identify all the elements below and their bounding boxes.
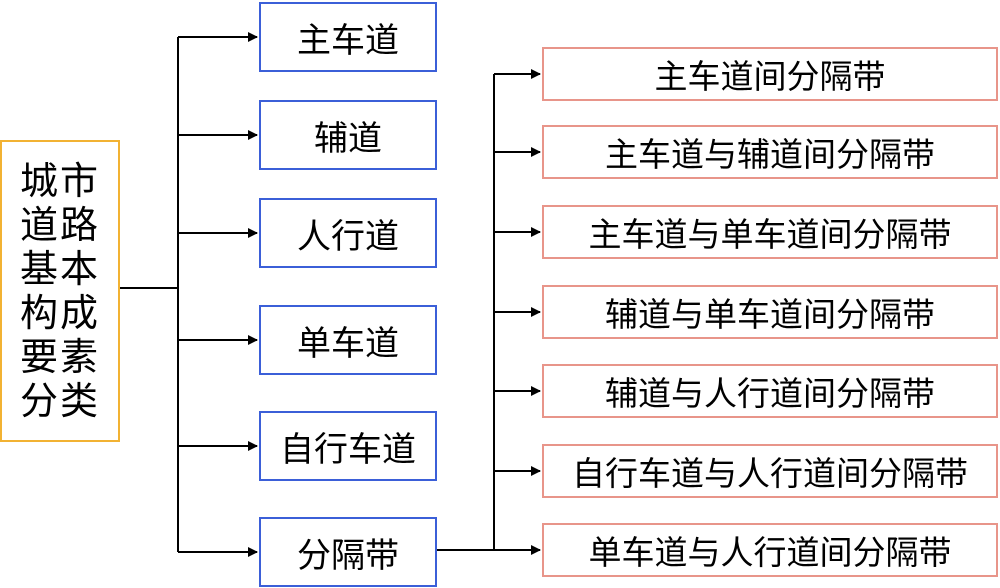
median-type-node-5: 辅道与人行道间分隔带 <box>542 364 998 418</box>
root-label: 城市道路基本构成要素分类 <box>19 159 100 423</box>
category-node-sidewalk: 人行道 <box>259 198 437 268</box>
category-node-median: 分隔带 <box>259 517 437 587</box>
median-type-node-7: 单车道与人行道间分隔带 <box>542 523 998 577</box>
category-node-bicycle-lane: 自行车道 <box>259 411 437 481</box>
category-node-single-lane: 单车道 <box>259 305 437 375</box>
median-type-node-4: 辅道与单车道间分隔带 <box>542 285 998 339</box>
median-type-node-6: 自行车道与人行道间分隔带 <box>542 444 998 498</box>
category-node-main-road: 主车道 <box>259 2 437 72</box>
median-type-node-3: 主车道与单车道间分隔带 <box>542 205 998 259</box>
root-node: 城市道路基本构成要素分类 <box>0 140 120 442</box>
median-type-node-2: 主车道与辅道间分隔带 <box>542 125 998 179</box>
median-type-node-1: 主车道间分隔带 <box>542 47 998 101</box>
category-node-auxiliary-road: 辅道 <box>259 100 437 170</box>
